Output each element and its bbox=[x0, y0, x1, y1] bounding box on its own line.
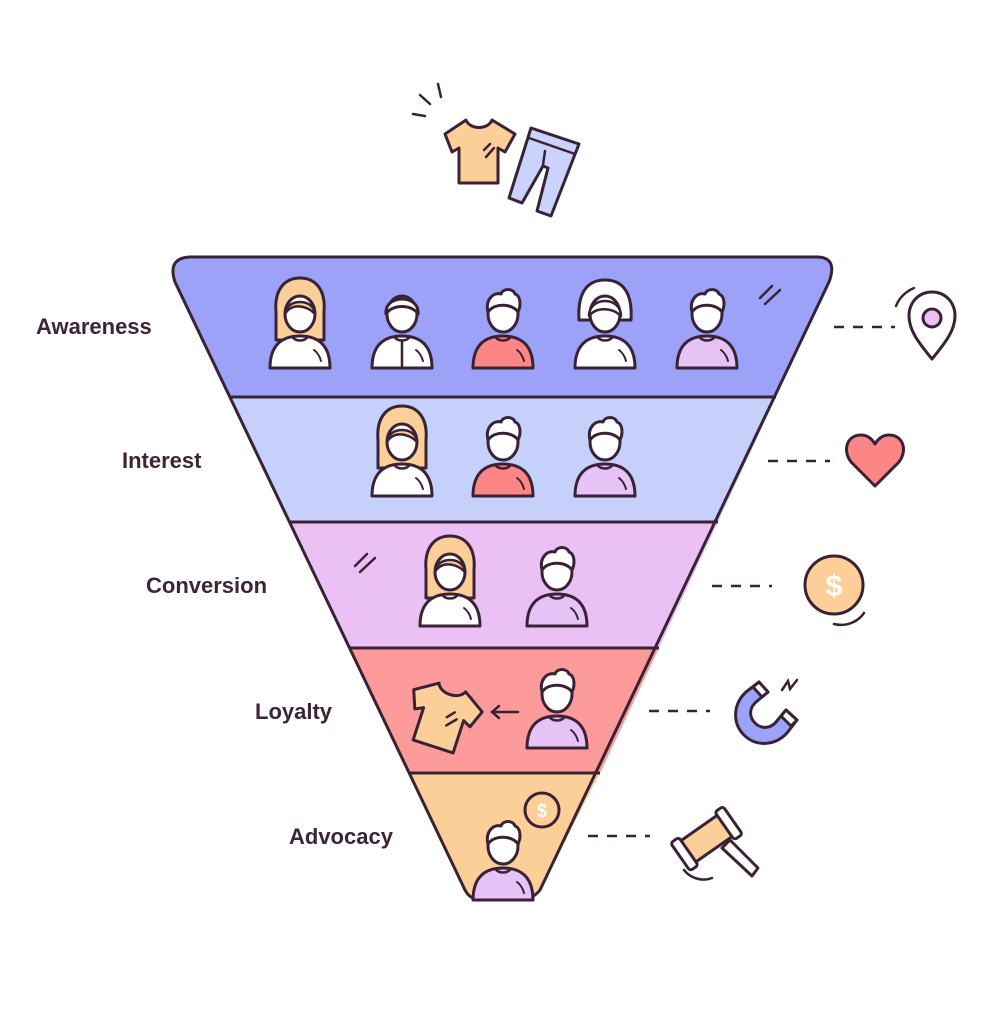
dollar-coin-icon: $ bbox=[803, 554, 866, 627]
arrow-left-icon bbox=[490, 704, 520, 720]
heart-icon bbox=[845, 433, 905, 488]
advocacy-coin-icon: $ bbox=[523, 791, 561, 829]
person-man-spiky-hair-icon bbox=[471, 288, 535, 370]
label-loyalty: Loyalty bbox=[255, 699, 333, 724]
svg-text:$: $ bbox=[537, 801, 547, 821]
gavel-icon bbox=[670, 806, 760, 881]
shine-marks bbox=[353, 284, 782, 574]
person-man-spiky-hair-icon bbox=[525, 546, 589, 628]
label-advocacy: Advocacy bbox=[289, 824, 394, 849]
person-woman-long-hair-icon bbox=[370, 404, 434, 498]
svg-text:$: $ bbox=[826, 570, 843, 603]
person-woman-long-hair-icon bbox=[418, 534, 482, 628]
person-man-spiky-hair-icon bbox=[471, 416, 535, 498]
label-interest: Interest bbox=[122, 448, 202, 473]
sparkle-lines bbox=[411, 82, 443, 118]
stage-labels: Awareness Interest Conversion Loyalty Ad… bbox=[36, 314, 394, 849]
person-woman-bob-hair-icon bbox=[573, 278, 637, 370]
person-man-spiky-hair-icon bbox=[573, 416, 637, 498]
tshirt-icon bbox=[443, 118, 517, 185]
label-conversion: Conversion bbox=[146, 573, 267, 598]
connectors bbox=[588, 325, 895, 838]
label-awareness: Awareness bbox=[36, 314, 152, 339]
person-woman-long-hair-icon bbox=[268, 276, 332, 370]
person-man-spiky-hair-icon bbox=[675, 288, 739, 370]
people bbox=[268, 276, 739, 902]
pants-icon bbox=[507, 126, 581, 218]
location-pin-icon bbox=[894, 286, 957, 361]
person-man-spiky-hair-icon bbox=[471, 820, 535, 902]
band-conversion bbox=[289, 522, 718, 648]
clothes-illustration bbox=[411, 82, 581, 218]
magnet-icon bbox=[734, 677, 799, 745]
person-man-round-hair-icon bbox=[370, 294, 434, 370]
band-loyalty bbox=[350, 648, 659, 773]
loyalty-tshirt-icon bbox=[411, 681, 484, 755]
person-man-spiky-hair-icon bbox=[525, 668, 589, 750]
